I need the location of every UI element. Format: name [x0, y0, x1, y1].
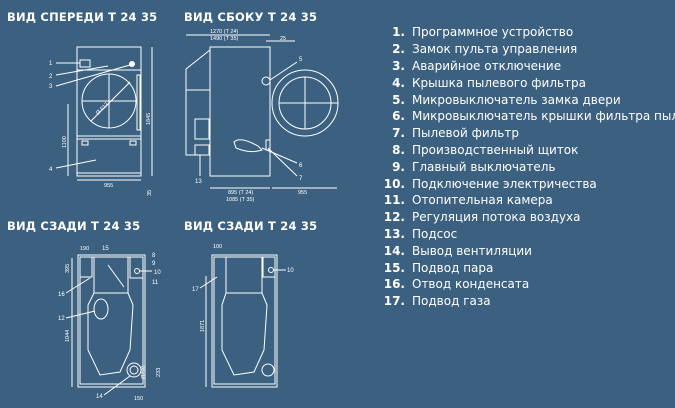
- legend-item: 12. Регуляция потока воздуха: [372, 209, 675, 226]
- legend-item: 11. Отопительная камера: [372, 192, 675, 209]
- legend-number: 16.: [383, 277, 405, 292]
- legend-item: 8. Производственный щиток: [372, 142, 675, 159]
- legend-item: 10. Подключение электричества: [372, 175, 675, 192]
- legend-label: Регуляция потока воздуха: [412, 210, 581, 225]
- callout-16: 16: [58, 292, 65, 298]
- dim-height: 1044: [65, 330, 71, 342]
- dim-total-height: 1845: [146, 113, 152, 125]
- rear-steam-view-title: ВИД СЗАДИ Т 24 35: [7, 219, 141, 233]
- legend-label: Пылевой фильтр: [412, 126, 519, 141]
- legend-number: 9.: [392, 159, 405, 174]
- legend-item: 2. Замок пульта управления: [372, 41, 675, 58]
- legend-number: 5.: [392, 92, 405, 107]
- legend-item: 17. Подвод газа: [372, 293, 675, 310]
- dim-side: 395: [65, 264, 71, 273]
- legend-item: 1. Программное устройство: [372, 24, 675, 41]
- legend-number: 11.: [383, 193, 405, 208]
- dim-duct-height: 233: [156, 368, 162, 377]
- legend-label: Главный выключатель: [412, 159, 556, 174]
- legend-label: Производственный щиток: [412, 142, 579, 157]
- callout-7: 7: [299, 176, 303, 182]
- callout-1: 1: [49, 61, 53, 67]
- legend-number: 10.: [383, 176, 405, 191]
- callout-17: 17: [192, 287, 199, 293]
- dim-duct-width: 150: [134, 396, 143, 402]
- dim-diameter: Ø 612: [95, 102, 110, 117]
- legend-item: 16. Отвод конденсата: [372, 276, 675, 293]
- legend-item: 4. Крышка пылевого фильтра: [372, 74, 675, 91]
- legend-label: Микровыключатель замка двери: [412, 92, 621, 107]
- side-view-title: ВИД СБОКУ Т 24 35: [184, 10, 318, 24]
- legend-label: Подсос: [412, 226, 458, 241]
- legend-number: 1.: [392, 25, 405, 40]
- legend-label: Замок пульта управления: [412, 42, 578, 57]
- legend-number: 15.: [383, 260, 405, 275]
- callout-9: 9: [152, 261, 156, 267]
- front-view-drawing: 1 2 3 4 1100 1845 Ø 612 955 35: [49, 46, 153, 196]
- legend-label: Микровыключатель крышки фильтра пыли: [412, 109, 675, 124]
- legend-label: Отопительная камера: [412, 193, 553, 208]
- legend-item: 3. Аварийное отключение: [372, 58, 675, 75]
- dim-body-t24: 895 (T 24): [228, 190, 253, 196]
- callout-14: 14: [96, 394, 103, 400]
- dim-body-t35: 1085 (T 35): [226, 197, 255, 203]
- dim-duct: Ø200: [141, 366, 147, 379]
- callout-10: 10: [154, 270, 161, 276]
- dim-top-gas: 100: [213, 244, 222, 250]
- legend-number: 8.: [392, 142, 405, 157]
- legend-number: 17.: [383, 294, 405, 309]
- dim-depth-t35: 1490 (T 35): [210, 36, 239, 42]
- legend-item: 14. Вывод вентиляции: [372, 242, 675, 259]
- callout-5: 5: [299, 57, 303, 63]
- rear-gas-view-drawing: 100 10 17 1871: [192, 244, 294, 388]
- dim-width: 955: [104, 183, 113, 189]
- callout-3: 3: [49, 84, 53, 90]
- dim-feet: 35: [147, 190, 153, 196]
- legend-item: 13. Подсос: [372, 226, 675, 243]
- legend-number: 7.: [392, 126, 405, 141]
- legend-number: 12.: [383, 210, 405, 225]
- legend-number: 13.: [383, 226, 405, 241]
- legend-item: 6. Микровыключатель крышки фильтра пыли: [372, 108, 675, 125]
- legend-label: Программное устройство: [412, 25, 574, 40]
- legend-number: 2.: [392, 42, 405, 57]
- dim-height-gas: 1871: [200, 320, 206, 332]
- callout-10-gas: 10: [287, 268, 294, 274]
- dim-door: 955: [298, 190, 307, 196]
- callout-15: 15: [102, 246, 109, 252]
- callout-11: 11: [152, 280, 159, 286]
- callout-6: 6: [299, 163, 303, 169]
- callout-13: 13: [195, 179, 202, 185]
- legend-item: 7. Пылевой фильтр: [372, 125, 675, 142]
- callout-4: 4: [49, 167, 53, 173]
- dim-door-height: 1100: [62, 136, 68, 148]
- legend-label: Аварийное отключение: [412, 58, 562, 73]
- dim-depth-t24: 1270 (T 24): [210, 29, 239, 35]
- legend-item: 15. Подвод пара: [372, 259, 675, 276]
- rear-steam-view-drawing: 190 15 8 9 10 11 395 16 12 1044 Ø200 233…: [58, 246, 162, 402]
- dim-top: 190: [80, 246, 89, 252]
- callout-2: 2: [49, 74, 53, 80]
- legend-item: 9. Главный выключатель: [372, 158, 675, 175]
- legend-label: Подвод газа: [412, 294, 491, 309]
- legend-label: Подвод пара: [412, 260, 494, 275]
- callout-8: 8: [152, 253, 156, 259]
- front-view-title: ВИД СПЕРЕДИ Т 24 35: [7, 10, 158, 24]
- legend-item: 5. Микровыключатель замка двери: [372, 91, 675, 108]
- legend-number: 3.: [392, 58, 405, 73]
- rear-gas-view-title: ВИД СЗАДИ Т 24 35: [184, 219, 318, 233]
- legend-number: 6.: [392, 109, 405, 124]
- legend-label: Вывод вентиляции: [412, 243, 532, 258]
- legend-label: Отвод конденсата: [412, 277, 530, 292]
- legend-label: Подключение электричества: [412, 176, 597, 191]
- dim-offset: 25: [280, 36, 286, 42]
- side-view-drawing: 1270 (T 24) 1490 (T 35) 25 5 6 7 13 895 …: [185, 29, 339, 203]
- legend-label: Крышка пылевого фильтра: [412, 75, 587, 90]
- legend: 1. Программное устройство 2. Замок пульта у…: [372, 24, 675, 310]
- legend-number: 14.: [383, 243, 405, 258]
- callout-12: 12: [58, 316, 65, 322]
- legend-number: 4.: [392, 75, 405, 90]
